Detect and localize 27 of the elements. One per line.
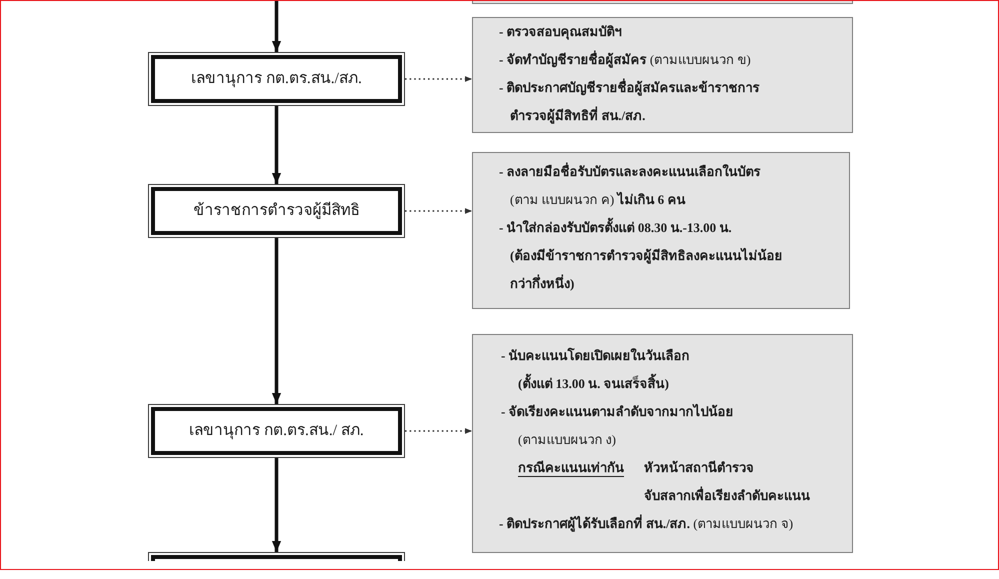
dotted-arrow [405, 76, 472, 82]
note-text: - นับคะแนนโดยเปิดเผยในวันเลือก (ตั้งแต่ 13.00 น. จนเสร็จสิ้น) [501, 346, 691, 393]
note-box [472, 17, 853, 133]
step-label: เลขานุการ กต.ตร.สน./สภ. [191, 70, 362, 88]
note-text: - จัดเรียงคะแนนตามลำดับจากมากไปน้อย (ตามแบบผนวก ง) [501, 402, 735, 449]
arrow [272, 106, 282, 184]
note-text: - ติดประกาศบัญชีรายชื่อผู้สมัครและข้าราชการตำรวจผู้มีสิทธิที่ สน./สภ. [499, 78, 761, 126]
arrow [272, 0, 282, 52]
arrow [272, 458, 282, 552]
note-text: - นำใส่กล่องรับบัตรตั้งแต่ 08.30 น.-13.00 น. (ต้องมีข้าราชการตำรวจผู้มีสิทธิลงคะแนนไม่น้อยกว่ากึ่งหนึ่ง) [499, 214, 789, 298]
note-box [472, 152, 850, 309]
step-label: เลขานุการ กต.ตร.สน./ สภ. [189, 422, 364, 440]
process-box [148, 184, 405, 238]
note-text: - ลงลายมือชื่อรับบัตรและลงคะแนนเลือกในบัตร (ตาม แบบผนวก ค) ไม่เกิน 6 คน [499, 162, 762, 209]
note-text: - ติดประกาศผู้ได้รับเลือกที่ สน./สภ. (ตามแบบผนวก จ) [499, 514, 794, 534]
dotted-arrow [405, 208, 472, 214]
note-text: - จัดทำบัญชีรายชื่อผู้สมัคร (ตามแบบผนวก ข) [499, 50, 751, 70]
process-box [148, 404, 405, 458]
note-box [472, 0, 853, 4]
dotted-arrow [405, 428, 472, 434]
note-text: กรณีคะแนนเท่ากัน [518, 459, 624, 477]
arrow [272, 238, 282, 404]
note-box [472, 334, 853, 553]
note-text: - ตรวจสอบคุณสมบัติฯ [499, 23, 622, 42]
process-box [148, 52, 405, 106]
process-box [148, 552, 405, 561]
step-label: ข้าราชการตำรวจผู้มีสิทธิ [194, 202, 360, 220]
